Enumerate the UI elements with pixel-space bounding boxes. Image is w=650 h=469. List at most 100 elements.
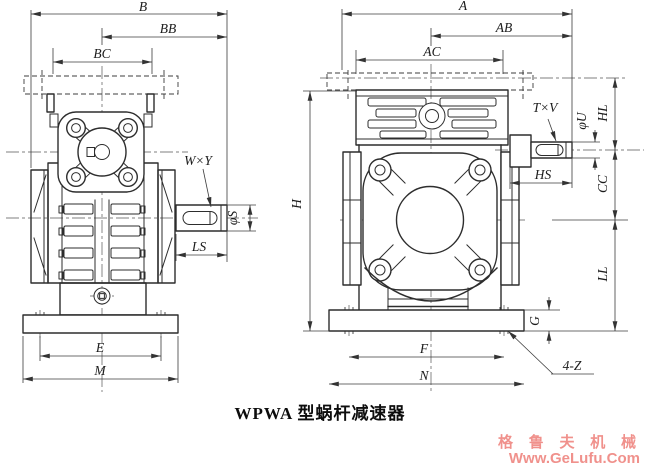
fin-slot [379, 130, 427, 139]
fin-nubs [58, 205, 146, 280]
top-column-right [146, 93, 155, 113]
shaft-chamfer-lines [209, 204, 222, 232]
bearing-cap-left [30, 169, 49, 284]
fin-slot [110, 269, 141, 281]
dim-label-E: E [95, 340, 105, 355]
fin-slot [63, 203, 94, 215]
dim-label-phiU: φU [574, 111, 589, 129]
fin-slot [63, 269, 94, 281]
dim-label-H: H [289, 198, 304, 210]
leader-4Z [507, 330, 554, 375]
drawing-title: WPWA 型蜗杆减速器 [234, 403, 405, 423]
dim-label-M: M [93, 363, 106, 378]
housing-bottom-arc [364, 267, 498, 302]
watermark-brand: 格 鲁 夫 机 械 [498, 433, 642, 451]
fin-slot [367, 97, 427, 107]
housing-fin-slots [367, 97, 497, 139]
bearing-cap-right [157, 169, 176, 284]
front-extension-lines [22, 10, 256, 383]
leader-TxV [547, 118, 557, 142]
bolt-hole-inner [374, 264, 386, 276]
top-column-left [46, 93, 55, 113]
bore-keyway [86, 147, 95, 157]
bolt-hole-inner [123, 123, 133, 133]
housing-inner-walls [61, 167, 145, 284]
worm-housing [355, 89, 509, 146]
output-shaft [175, 204, 228, 232]
bolt-hole [117, 117, 138, 138]
bolt-hole-inner [71, 172, 81, 182]
dim-label-TxV: T×V [533, 100, 560, 115]
flange-bore [94, 144, 110, 160]
input-shaft-boss [509, 134, 532, 168]
side-extension-lines [303, 9, 628, 375]
input-shaft-key-slot [535, 144, 564, 156]
fin-slot [451, 119, 497, 129]
dim-label-AC: AC [422, 44, 441, 59]
input-shaft [509, 134, 573, 168]
bolt-hole-inner [374, 164, 386, 176]
oil-plug-boss [418, 102, 446, 130]
fin-slot [63, 225, 94, 237]
fin-slot [439, 97, 497, 107]
flange-ear-right [143, 113, 153, 128]
bolt-hole [468, 158, 492, 182]
bolt-hole [117, 166, 138, 187]
dim-label-phiS: φS [225, 211, 240, 225]
cooling-fins [58, 203, 146, 281]
drain-plug-inner [97, 291, 107, 301]
dim-label-HS: HS [534, 167, 552, 182]
drain-plug-outer [93, 287, 111, 305]
dim-label-CC: CC [595, 174, 610, 193]
front-view: B BB BC W×Y φS LS E M [6, 0, 258, 392]
bearing-cap-ribs [33, 169, 173, 284]
fin-slot [110, 247, 141, 259]
dim-label-LS: LS [191, 239, 207, 254]
bolt-hole-inner [474, 164, 486, 176]
bolt-hole-inner [123, 172, 133, 182]
drain-plug-hex [99, 293, 105, 299]
worm-housing-inner-lines [355, 95, 509, 140]
side-base-flange [328, 309, 525, 332]
dim-label-BC: BC [93, 46, 111, 61]
drain-plug [93, 287, 111, 305]
dim-label-HL: HL [595, 104, 610, 122]
fin-slot [447, 108, 489, 118]
flange-rib-spokes [73, 124, 131, 180]
dim-label-F: F [419, 341, 429, 356]
shaft-key-slot [182, 211, 218, 225]
center-hub [395, 185, 465, 255]
bolt-hole [468, 258, 492, 282]
fin-slot [375, 108, 417, 118]
watermark: 格 鲁 夫 机 械 Www.GeLufu.Com [498, 433, 642, 467]
bolt-hole [368, 158, 392, 182]
bolt-hole [368, 258, 392, 282]
side-cap-left-steps [342, 151, 362, 286]
input-shaft-chamfer [557, 141, 567, 159]
oil-plug [425, 109, 439, 123]
leader-WxY [202, 168, 212, 208]
dim-label-G: G [527, 316, 542, 326]
bolt-hole-inner [474, 264, 486, 276]
watermark-url: Www.GeLufu.Com [509, 450, 640, 467]
dim-label-B: B [139, 0, 147, 14]
flange-ear-left [49, 113, 59, 128]
fin-slot [439, 130, 489, 139]
dim-label-4Z: 4-Z [563, 358, 582, 373]
output-shaft-cylinder [175, 204, 228, 232]
fin-slot [110, 225, 141, 237]
dim-label-LL: LL [595, 266, 610, 282]
dim-label-A: A [458, 0, 468, 13]
flange-bolt-holes [65, 117, 138, 187]
face-bolt-holes [368, 158, 492, 282]
fin-slot [367, 119, 417, 129]
dim-label-N: N [418, 368, 429, 383]
dim-label-WxY: W×Y [184, 153, 213, 168]
base-flange [22, 314, 179, 334]
bolt-hole [65, 117, 86, 138]
side-cap-left [342, 151, 362, 286]
dim-label-BB: BB [160, 21, 177, 36]
face-rib-spokes [378, 168, 482, 272]
bolt-hole-inner [71, 123, 81, 133]
